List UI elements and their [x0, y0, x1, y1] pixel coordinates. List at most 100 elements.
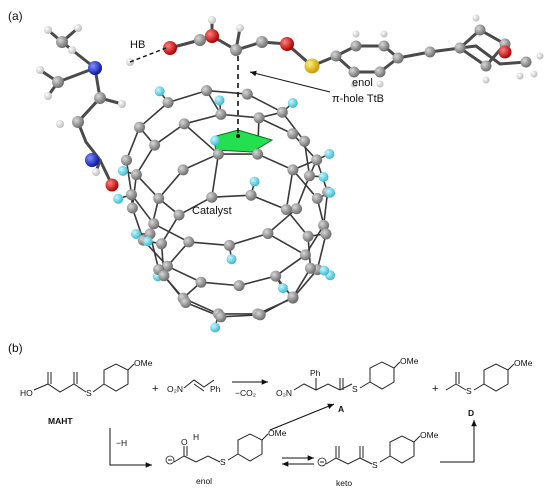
nitrostyrene-structure: O₂N Ph	[167, 379, 221, 394]
catalyst-oxygen-atom	[105, 178, 119, 192]
enol-label-a: enol	[352, 77, 373, 89]
cage-carbon-atom	[253, 112, 265, 124]
cage-carbon-atom	[161, 260, 173, 272]
cage-bond	[220, 113, 260, 119]
cage-bond	[258, 117, 293, 135]
equilibrium-arrows	[282, 455, 314, 467]
cage-carbon-atom	[156, 238, 167, 250]
cage-carbon-atom	[153, 192, 165, 204]
maht-name: MAHT	[48, 416, 73, 426]
product-a-no2: O₂N	[276, 388, 292, 398]
second-nitrogen-atom	[85, 153, 99, 167]
cage-bond	[167, 265, 202, 283]
product-d-name: D	[468, 408, 474, 418]
cage-fluorine-atom	[287, 98, 298, 108]
cage-carbon-atom	[149, 139, 161, 151]
nitrostyrene-ph: Ph	[210, 384, 221, 394]
product-d-ome: OMe	[514, 358, 533, 368]
cage-carbon-atom	[287, 128, 299, 140]
tib-label: π-hole TtB	[332, 93, 384, 105]
enol-to-a-arrow	[269, 403, 335, 431]
cage-bond	[184, 113, 222, 125]
cage-bond	[125, 127, 141, 161]
product-d-s-atom: S	[466, 386, 472, 396]
cage-bond	[160, 214, 180, 245]
product-a-s-atom: S	[352, 384, 358, 394]
cage-carbon-atom	[215, 108, 227, 120]
cage-bond	[316, 233, 327, 270]
cage-bond	[229, 232, 269, 247]
cage-bond	[182, 153, 219, 171]
cage-carbon-atom	[177, 164, 189, 176]
keto-s-atom: S	[372, 460, 378, 470]
cage-carbon-atom	[299, 135, 310, 147]
cage-carbon-atom	[126, 202, 138, 214]
catalyst-cage-atoms	[113, 85, 336, 333]
cage-bond	[153, 223, 190, 243]
deprotonation-arrow	[109, 428, 152, 468]
cage-carbon-atom	[245, 189, 257, 201]
cage-carbon-atom	[302, 230, 314, 242]
enol-h: H	[193, 432, 199, 442]
cage-bond	[135, 144, 156, 176]
maht-ome: OMe	[134, 358, 153, 368]
tib-pointer-arrow	[249, 70, 331, 93]
cage-bond	[257, 153, 294, 171]
cage-fluorine-atom	[325, 187, 336, 198]
cage-carbon-atom	[215, 311, 227, 323]
cage-carbon-atom	[252, 148, 264, 160]
cage-carbon-atom	[206, 191, 218, 203]
cage-bond	[211, 153, 220, 198]
cage-bond	[267, 208, 298, 235]
cage-carbon-atom	[299, 249, 311, 261]
enol-o: O	[181, 437, 188, 447]
plus-sign-1: +	[152, 383, 158, 395]
cage-bond	[291, 133, 318, 161]
sulfur-atom	[304, 58, 320, 74]
cage-bond	[200, 281, 240, 287]
product-a-structure: O₂N Ph S OMe A	[276, 356, 419, 414]
cage-fluorine-atom	[249, 176, 260, 187]
hb-label: HB	[130, 39, 145, 51]
keto-to-d-arrow	[440, 420, 477, 463]
oxygen-atom-top	[205, 29, 219, 43]
cage-bond	[125, 160, 133, 195]
plus-sign-2: +	[432, 383, 438, 395]
cage-carbon-atom	[311, 192, 323, 204]
cage-bond	[238, 275, 276, 287]
oxygen-atom-left	[163, 41, 177, 55]
product-a-name: A	[338, 404, 344, 414]
cage-bond	[275, 254, 306, 277]
cage-carbon-atom	[305, 262, 316, 274]
cage-bond	[211, 194, 252, 199]
cage-carbon-atom	[318, 219, 330, 231]
cage-fluorine-atom	[142, 236, 153, 247]
cage-bond	[188, 241, 230, 247]
cage-bond	[167, 89, 207, 104]
cage-bond	[281, 111, 306, 142]
cage-carbon-atom	[173, 209, 185, 221]
cage-bond	[292, 169, 318, 199]
cage-bond	[285, 209, 309, 237]
cage-carbon-atom	[287, 291, 299, 303]
cage-fluorine-atom	[226, 254, 237, 265]
cage-carbon-atom	[291, 203, 302, 215]
maht-ho: HO	[20, 388, 33, 398]
cage-bond	[322, 191, 329, 226]
cage-carbon-atom	[183, 236, 195, 248]
cage-carbon-atom	[195, 276, 207, 288]
cage-fluorine-atom	[210, 135, 221, 146]
cage-fluorine-atom	[319, 265, 330, 276]
cage-fluorine-atom	[154, 86, 165, 97]
cage-bond	[246, 93, 283, 113]
cage-carbon-atom	[178, 118, 190, 130]
cage-fluorine-atom	[277, 283, 288, 294]
cage-bond	[285, 169, 294, 210]
cage-carbon-atom	[201, 85, 213, 97]
cage-carbon-atom	[233, 280, 245, 292]
cage-carbon-atom	[180, 297, 192, 308]
cage-carbon-atom	[148, 218, 160, 230]
methoxy-oxygen-atom	[498, 45, 512, 59]
panel-a: (a)	[8, 9, 544, 333]
panel-a-label: (a)	[8, 9, 23, 23]
